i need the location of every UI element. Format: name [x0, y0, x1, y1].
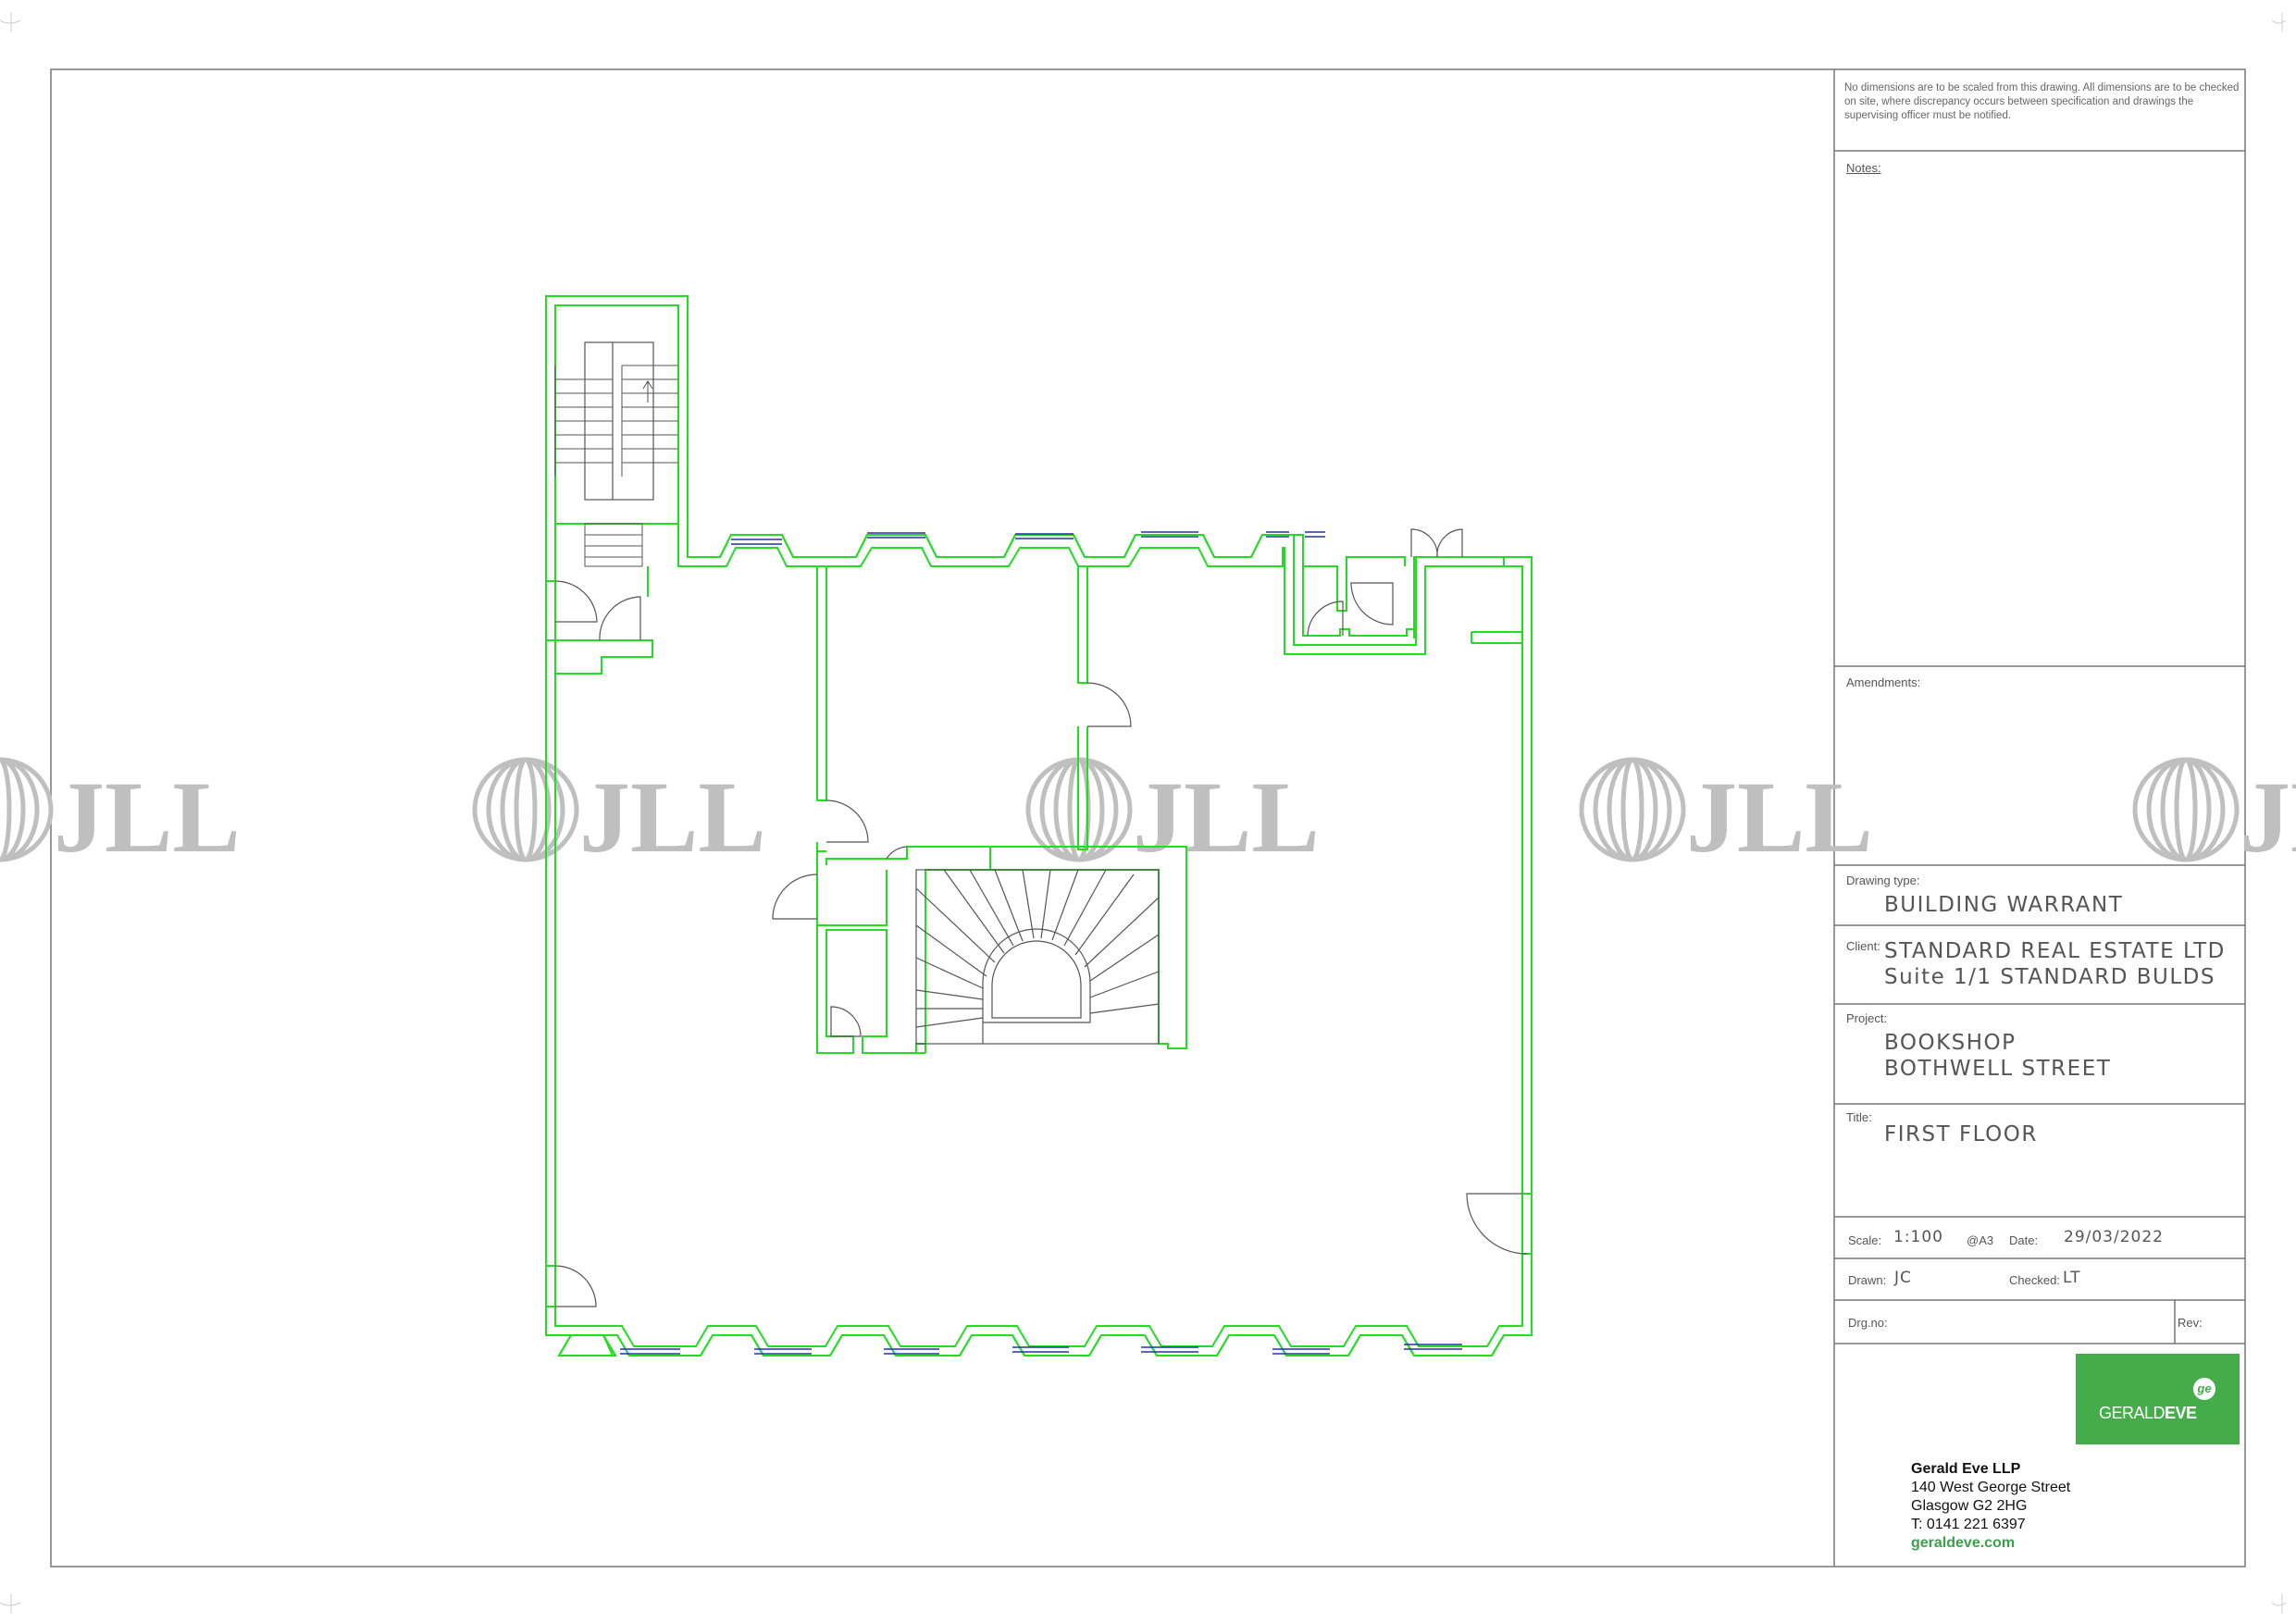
central-stair-wall: [816, 846, 1187, 1054]
drawing-number-label: Drg.no:: [1848, 1316, 1888, 1330]
door-swing-partition-1: [825, 799, 869, 843]
ge-logo-mark: ge: [2193, 1378, 2215, 1400]
project-line-2: BOTHWELL STREET: [1884, 1057, 2112, 1081]
door-swing-central-3: [886, 846, 908, 860]
drawn-value: JC: [1894, 1269, 1912, 1287]
stair-tower-inner: [554, 304, 679, 525]
jll-text: JLL: [1133, 761, 1320, 873]
logo-wordmark-bold: EVE: [2165, 1404, 2197, 1422]
ne-room-wall: [1293, 534, 1417, 645]
checked-value: LT: [2063, 1269, 2081, 1287]
drawn-label: Drawn:: [1848, 1273, 1887, 1287]
external-wall-outer-2: [545, 295, 1533, 1357]
title-block-grid: [1833, 69, 2245, 1567]
project-line-1: BOOKSHOP: [1884, 1031, 2017, 1055]
drawing-type-label: Drawing type:: [1846, 873, 1920, 887]
door-swing-east: [1466, 1193, 1528, 1255]
client-label: Client:: [1846, 939, 1880, 953]
drawing-title: FIRST FLOOR: [1884, 1122, 2038, 1146]
disclaimer-note: No dimensions are to be scaled from this…: [1844, 82, 2240, 121]
corner-marks: [0, 13, 2287, 1614]
title-label: Title:: [1846, 1110, 1872, 1124]
jll-watermark: JLL: [472, 757, 766, 873]
date-value: 29/03/2022: [2064, 1228, 2164, 1246]
scale-value: 1:100: [1893, 1228, 1943, 1246]
stair-treads-left: [554, 365, 613, 477]
jll-watermark: JLL: [2132, 757, 2296, 873]
door-swing-ne-1: [1307, 601, 1344, 637]
client-line-1: STANDARD REAL ESTATE LTD: [1884, 939, 2226, 963]
stair-landing: [584, 523, 643, 567]
window-glazing: [620, 531, 1462, 1355]
date-label: Date:: [2009, 1233, 2039, 1247]
door-swing-lobby-1: [554, 580, 598, 623]
jll-watermark: JLL: [1579, 757, 1873, 873]
jll-watermarks: JLL JLL JLL JLL JLL: [0, 757, 2296, 873]
floor-plan: [545, 295, 1533, 1357]
jll-watermark: JLL: [1025, 757, 1320, 873]
amendments-label: Amendments:: [1846, 675, 1921, 689]
project-label: Project:: [1846, 1011, 1888, 1025]
address-line-2: Glasgow G2 2HG: [1911, 1498, 2028, 1514]
door-swing-central-1: [772, 873, 818, 920]
jll-text: JLL: [579, 761, 766, 873]
external-wall-inner: [554, 304, 1523, 1347]
notes-label: Notes:: [1846, 161, 1881, 175]
company-address: Gerald Eve LLP 140 West George Street Gl…: [1911, 1460, 2070, 1553]
checked-label: Checked:: [2009, 1273, 2060, 1287]
door-swing-ne-2: [1350, 582, 1394, 626]
partition-wall-left: [816, 566, 827, 852]
company-phone: T: 0141 221 6397: [1911, 1517, 2026, 1532]
gerald-eve-logo: ge GERALDEVE: [2076, 1354, 2240, 1444]
door-swing-ne-double: [1410, 528, 1463, 558]
external-wall-outer-clean: [546, 1334, 616, 1357]
logo-wordmark-light: GERALD: [2099, 1404, 2166, 1422]
revision-label: Rev:: [2178, 1316, 2203, 1330]
paper-size: @A3: [1967, 1233, 1994, 1247]
company-website[interactable]: geraldeve.com: [1911, 1535, 2016, 1551]
door-swing-west: [554, 1265, 597, 1307]
jll-text: JLL: [1686, 761, 1873, 873]
door-swing-central-2: [830, 1006, 862, 1037]
jll-text: JLL: [2240, 761, 2296, 873]
scale-label: Scale:: [1848, 1233, 1882, 1247]
jll-watermark: JLL: [0, 757, 241, 873]
curved-stair: [915, 869, 1160, 1045]
east-wall-detail: [1462, 557, 1532, 1255]
west-wall-opening: [546, 1265, 555, 1307]
door-swing-lobby-2: [599, 596, 641, 641]
stair-treads-right: [621, 365, 678, 477]
drawing-type-value: BUILDING WARRANT: [1884, 893, 2124, 917]
lobby-wall: [546, 566, 653, 675]
logo-wordmark: GERALDEVE: [2099, 1404, 2197, 1423]
door-swing-partition-2: [1086, 682, 1132, 727]
partition-wall-right: [1077, 566, 1088, 850]
jll-text: JLL: [54, 761, 241, 873]
client-line-2: Suite 1/1 STANDARD BULDS: [1884, 965, 2215, 989]
address-line-1: 140 West George Street: [1911, 1480, 2071, 1495]
company-name: Gerald Eve LLP: [1911, 1461, 2021, 1477]
